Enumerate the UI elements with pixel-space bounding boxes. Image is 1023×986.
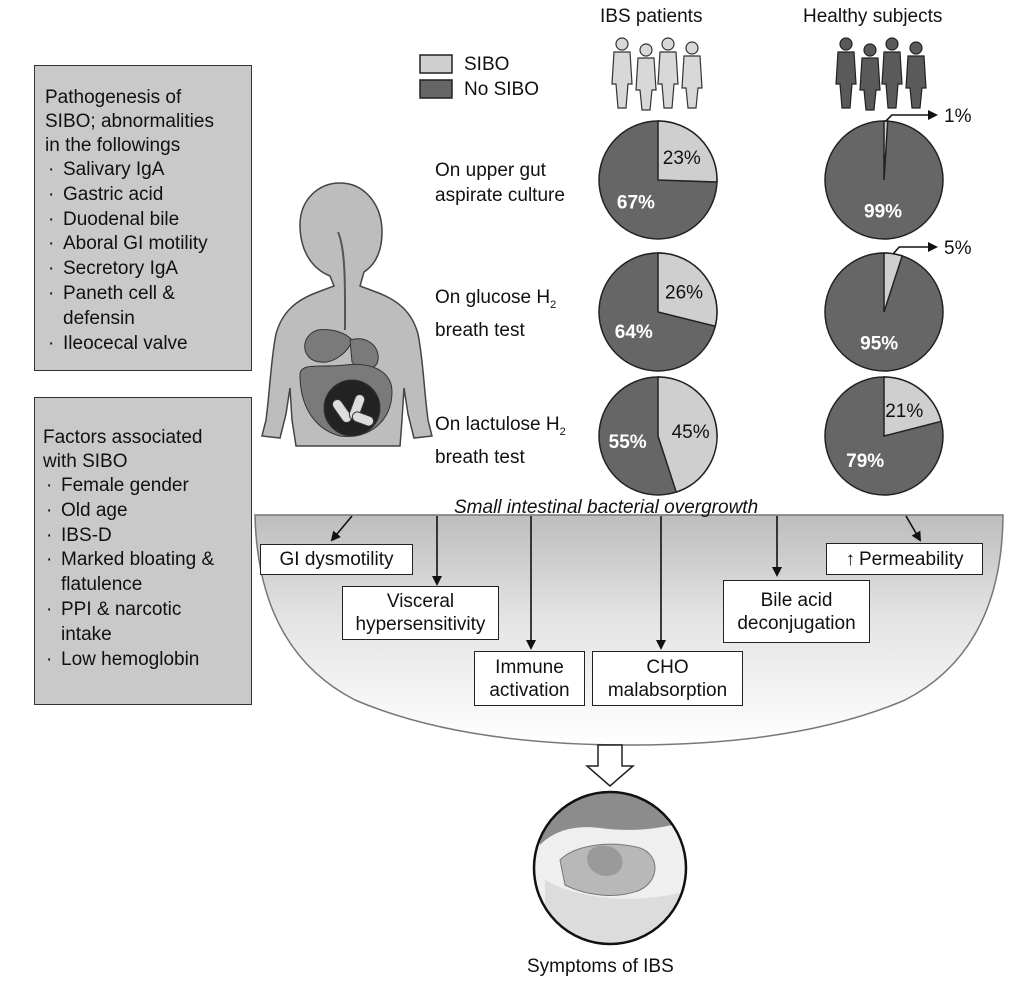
symptom-photo-frame — [532, 790, 688, 946]
legend-label-sibo: SIBO — [464, 54, 510, 75]
bullet: · — [48, 332, 55, 354]
bullet: · — [46, 475, 53, 496]
column-header-ibs: IBS patients — [600, 6, 703, 27]
visceral-hypersensitivity-box: Visceral hypersensitivity — [342, 586, 499, 640]
bowl-title: Small intestinal bacterial overgrowth — [454, 497, 759, 518]
list-item: ·Gastric acid — [45, 183, 243, 208]
pie-label-sibo: 23% — [663, 148, 701, 169]
factors-box: Factors associated with SIBO ·Female gen… — [34, 397, 252, 705]
pie-chart: 99% 1% — [824, 106, 972, 240]
sibo-bowl — [254, 514, 1004, 746]
list-item: ·Aboral GI motility — [45, 232, 243, 257]
list-item: ·Low hemoglobin — [43, 648, 243, 673]
pathogenesis-box: Pathogenesis of SIBO; abnormalities in t… — [34, 65, 252, 371]
bile-acid-box: Bile acid deconjugation — [723, 580, 870, 643]
list-item: ·Female gender — [43, 474, 243, 499]
factors-title: Factors associated with SIBO — [43, 427, 203, 472]
healthy-subjects-figures — [835, 37, 927, 111]
list-item: ·IBS-D — [43, 524, 243, 549]
pie-charts: 67% 23% 99% 1% 64% 26% 95% 5% 55% 45% 79% 21% — [598, 106, 972, 496]
bullet: · — [48, 233, 55, 255]
pie-chart: 95% 5% — [824, 238, 972, 372]
permeability-box: ↑Permeability — [826, 543, 983, 575]
pie-slice-sibo — [657, 252, 718, 328]
legend-swatch-no-sibo — [419, 79, 453, 99]
digestive-organs — [299, 329, 393, 437]
pie-label-sibo: 21% — [885, 401, 923, 422]
pie-chart: 55% 45% — [598, 376, 718, 496]
list-item: ·Duodenal bile — [45, 208, 243, 233]
pie-label-no-sibo: 67% — [617, 192, 655, 213]
legend-swatch-sibo — [419, 54, 453, 74]
row-label-lactulose: On lactulose H2 breath test — [435, 414, 566, 468]
pie-label-no-sibo: 55% — [609, 432, 647, 453]
pie-slice-sibo — [657, 120, 718, 183]
immune-activation-box: Immune activation — [474, 651, 585, 706]
pie-chart: 67% 23% — [598, 120, 718, 240]
pie-slice-sibo — [883, 376, 943, 437]
bullet: · — [48, 282, 55, 304]
bullet: · — [48, 208, 55, 230]
bullet: · — [48, 258, 55, 280]
pie-callout-arrow — [892, 242, 938, 255]
legend-label-no-sibo: No SIBO — [464, 79, 539, 100]
row-label-glucose: On glucose H2 breath test — [435, 287, 557, 341]
gi-dysmotility-box: GI dysmotility — [260, 544, 413, 575]
pie-callout-arrow — [885, 110, 938, 122]
pie-label-no-sibo: 95% — [860, 333, 898, 354]
pie-label-no-sibo: 64% — [615, 322, 653, 343]
cho-malabsorption-box: CHO malabsorption — [592, 651, 743, 706]
arrow-gi-dysmotility — [330, 515, 353, 542]
bullet: · — [48, 183, 55, 205]
list-item: ·Old age — [43, 499, 243, 524]
row-label-aspirate: On upper gut aspirate culture — [435, 160, 565, 206]
ibs-patients-figures — [611, 37, 703, 111]
pie-slice-sibo — [883, 252, 904, 313]
pie-label-sibo: 1% — [944, 106, 972, 127]
mechanism-arrows — [330, 515, 922, 650]
pie-label-no-sibo: 99% — [864, 202, 902, 223]
list-item: ·Paneth cell & defensin — [48, 282, 175, 329]
bullet: · — [48, 159, 55, 180]
pathogenesis-list: ·Salivary IgA ·Gastric acid ·Duodenal bi… — [45, 158, 243, 356]
list-item: ·Salivary IgA — [45, 158, 243, 183]
bullet: · — [46, 524, 53, 546]
pathogenesis-title: Pathogenesis of SIBO; abnormalities in t… — [45, 87, 214, 156]
up-arrow-icon: ↑ — [845, 548, 855, 570]
outcome-label: Symptoms of IBS — [527, 956, 674, 977]
pie-chart: 79% 21% — [824, 376, 944, 496]
bullet: · — [46, 598, 53, 620]
esophagus-line — [337, 231, 347, 331]
list-item: ·PPI & narcotic intake — [46, 598, 182, 645]
down-arrow-icon — [584, 744, 636, 787]
pie-chart: 64% 26% — [598, 252, 718, 372]
pie-label-sibo: 26% — [665, 283, 703, 304]
factors-list: ·Female gender ·Old age ·IBS-D ·Marked b… — [43, 474, 243, 672]
bullet: · — [46, 499, 53, 521]
pie-label-sibo: 45% — [672, 422, 710, 443]
pie-label-no-sibo: 79% — [846, 451, 884, 472]
pie-label-sibo: 5% — [944, 238, 972, 259]
list-item: ·Secretory IgA — [45, 257, 243, 282]
pie-slice-sibo — [657, 376, 718, 494]
arrow-permeability — [905, 515, 922, 542]
bullet: · — [46, 549, 53, 571]
symptom-photo — [534, 792, 686, 944]
bullet: · — [46, 648, 53, 670]
list-item: ·Marked bloating & flatulence — [46, 549, 215, 596]
list-item: ·Ileocecal valve — [45, 332, 243, 357]
column-header-healthy: Healthy subjects — [803, 6, 943, 27]
